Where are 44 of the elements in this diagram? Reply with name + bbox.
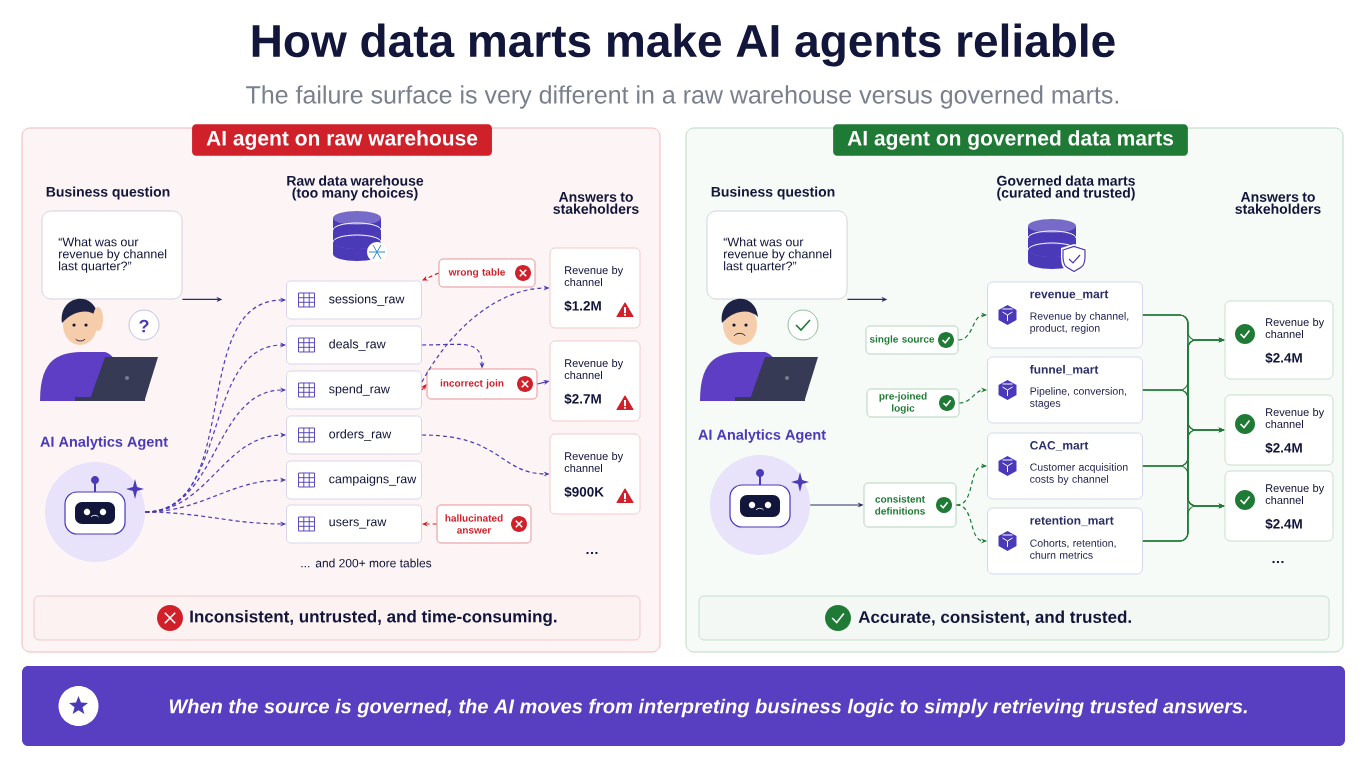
data-mart-box: retention_mart Cohorts, retention, churn metrics: [987, 507, 1143, 575]
agent-heading: AI Analytics Agent: [698, 429, 826, 443]
connector-arrow: [420, 384, 427, 391]
table-box: spend_raw: [286, 370, 422, 410]
error-tag: hallucinated answer: [436, 504, 532, 544]
question-mark: ?: [139, 319, 149, 333]
ellipsis: …: [586, 551, 598, 555]
column-heading: Raw data warehouse (too many choices): [287, 175, 424, 201]
answer-card: Revenue by channel $900K: [549, 433, 641, 515]
table-box: campaigns_raw: [286, 460, 422, 500]
section-badge: AI agent on governed data marts: [833, 124, 1188, 156]
conclusion-banner: When the source is governed, the AI moves from interpreting business logic to simply retrieving trusted answers.: [22, 666, 1345, 746]
data-mart-box: revenue_mart Revenue by channel, product, region: [987, 281, 1143, 349]
benefit-tag: pre-joined logic: [866, 388, 960, 418]
speech-bubble: “What was our revenue by channel last quarter?”: [706, 210, 848, 300]
column-heading: Answers to stakeholders: [553, 192, 639, 214]
error-tag: incorrect join: [426, 368, 538, 400]
benefit-tag: consistent definitions: [863, 482, 957, 528]
table-box: users_raw: [286, 504, 422, 544]
answer-card: Revenue by channel $2.4M: [1224, 470, 1334, 542]
column-heading: Business question: [711, 186, 835, 200]
benefit-tag: single source: [865, 325, 959, 355]
section-badge: AI agent on raw warehouse: [192, 124, 492, 156]
data-mart-box: funnel_mart Pipeline, conversion, stages: [987, 356, 1143, 424]
column-heading: Answers to stakeholders: [1235, 192, 1321, 214]
answer-card: Revenue by channel $2.4M: [1224, 394, 1334, 466]
agent-heading: AI Analytics Agent: [40, 436, 168, 450]
error-tag: wrong table: [438, 258, 536, 288]
column-heading: Governed data marts (curated and trusted): [997, 175, 1135, 201]
summary-bar: Accurate, consistent, and trusted.: [698, 595, 1330, 641]
table-box: sessions_raw: [286, 280, 422, 320]
speech-bubble: “What was our revenue by channel last quarter?”: [41, 210, 183, 300]
answer-card: Revenue by channel $1.2M: [549, 247, 641, 329]
subtitle: The failure surface is very different in a raw warehouse versus governed marts.: [246, 85, 1119, 109]
table-box: orders_raw: [286, 415, 422, 455]
column-heading: Business question: [46, 186, 170, 200]
summary-bar: Inconsistent, untrusted, and time-consuming.: [33, 595, 641, 641]
table-box: deals_raw: [286, 325, 422, 365]
answer-card: Revenue by channel $2.7M: [549, 340, 641, 422]
title: How data marts make AI agents reliable: [252, 23, 1115, 67]
answer-card: Revenue by channel $2.4M: [1224, 300, 1334, 380]
note: ... and 200+ more tables: [301, 558, 432, 568]
ellipsis: …: [1272, 560, 1284, 564]
data-mart-box: CAC_mart Customer acquisition costs by channel: [987, 432, 1143, 500]
